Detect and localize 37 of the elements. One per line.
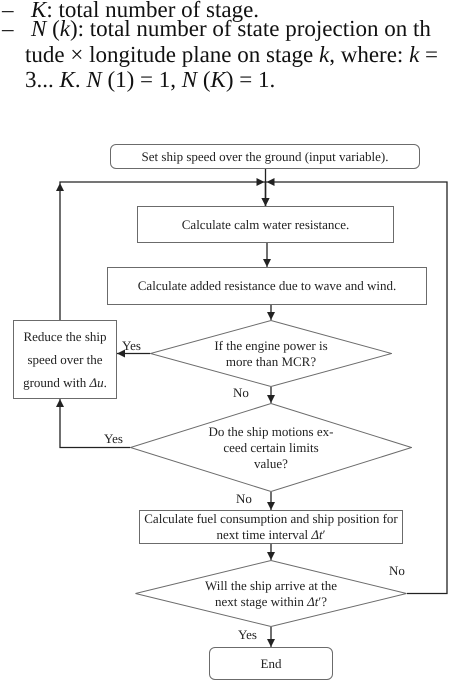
arrow	[117, 350, 150, 358]
arrow	[263, 243, 271, 267]
body-text: 3... K. N (1) = 1, N (K) = 1.	[25, 70, 276, 90]
terminal-box	[110, 144, 420, 169]
terminal-box	[209, 647, 333, 680]
list-bullet: –	[2, 19, 14, 39]
question-text: If the engine power is more than MCR?	[213, 338, 329, 370]
edge-label: No	[389, 563, 405, 578]
step-text: Calculate fuel consumption and ship position for next time interval Δt′	[144, 511, 398, 543]
arrow	[56, 399, 130, 448]
step-text: Calculate calm water resistance.	[182, 216, 350, 232]
edge-label: Yes	[238, 627, 257, 642]
decision-diamond	[135, 560, 407, 627]
edge-label: Yes	[104, 431, 123, 446]
body-text: K: total number of stage.	[31, 0, 260, 20]
arrow	[267, 305, 275, 320]
arrow	[267, 544, 275, 560]
decision-diamond	[150, 320, 392, 387]
step-text: End	[260, 656, 282, 671]
arrow	[56, 178, 270, 320]
list-bullet: –	[2, 0, 14, 20]
arrow	[267, 492, 275, 510]
edge-label: No	[233, 385, 249, 400]
process-box	[107, 267, 427, 305]
arrow	[267, 387, 275, 403]
edge-label: Yes	[122, 338, 141, 353]
process-box	[13, 320, 117, 399]
step-text: Calculate added resistance due to wave and wind.	[138, 278, 396, 294]
question-text: Will the ship arrive at the next stage within Δt′?	[204, 578, 338, 610]
step-text: Set ship speed over the ground (input variable).	[142, 149, 388, 164]
question-text: Do the ship motions ex- ceed certain limits value?	[208, 424, 334, 472]
step-text: Reduce the ship speed over the ground with Δu.	[22, 328, 108, 392]
body-text: tude × longitude plane on stage k, where: k =	[25, 45, 438, 65]
decision-diamond	[130, 403, 412, 492]
edge-label: No	[236, 491, 252, 506]
arrow	[267, 627, 275, 647]
process-box	[137, 206, 394, 243]
